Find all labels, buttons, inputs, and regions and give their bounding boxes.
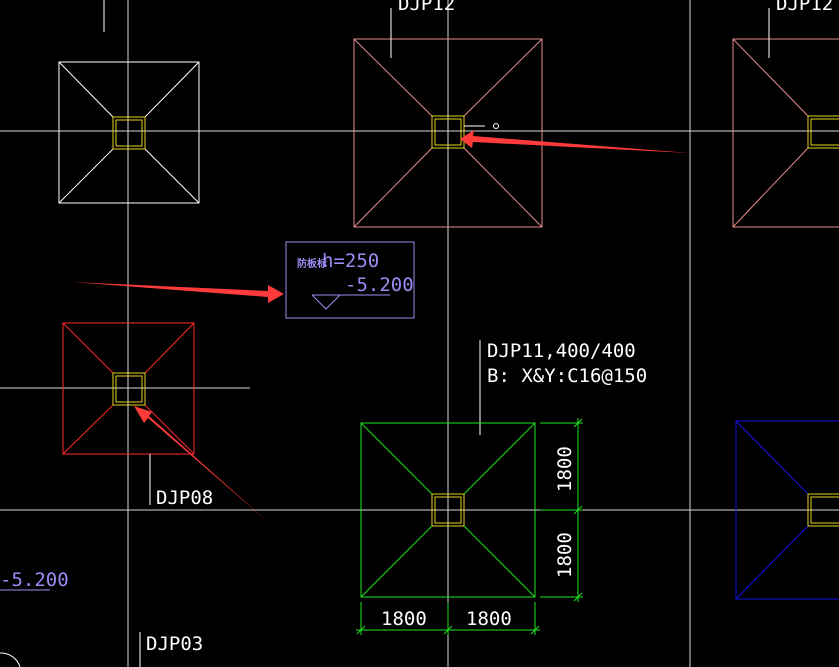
footing-djp08[interactable] (62, 322, 195, 455)
elevation-triangle-icon (311, 294, 341, 310)
dimension-horizontal (356, 602, 540, 635)
axis-bubble-partial (0, 652, 21, 667)
dim-vertical-upper: 1800 (554, 446, 576, 492)
callout-thickness: h=250 (322, 250, 379, 272)
callout-elevation: -5.200 (345, 274, 414, 296)
left-elevation-text: -5.200 (0, 569, 69, 591)
footing-blue-right[interactable] (735, 420, 839, 600)
column-blue-right (807, 493, 839, 527)
arrow-to-callout-icon (72, 282, 284, 303)
callout-prefix: 防板标 (297, 257, 327, 270)
column-djp12-mid (431, 115, 465, 149)
dimension-vertical (540, 418, 583, 602)
djp11-label-line2: B: X&Y:C16@150 (487, 365, 647, 387)
column-djp11 (431, 493, 465, 527)
snap-circle-icon (493, 123, 499, 129)
djp03-label: DJP03 (146, 633, 203, 655)
footing-top-left[interactable] (58, 0, 200, 204)
dim-horizontal-left: 1800 (381, 608, 427, 630)
djp11-label-line1: DJP11,400/400 (487, 340, 636, 362)
djp12-right-label: DJP12 (776, 0, 833, 15)
djp12-mid-label: DJP12 (398, 0, 455, 15)
footing-djp12-right[interactable] (732, 38, 839, 228)
dim-horizontal-right: 1800 (466, 608, 512, 630)
annotation-arrows (72, 130, 690, 522)
column-djp08 (112, 372, 146, 406)
elevation-callout-box[interactable]: 防板标 h=250 -5.200 (285, 241, 415, 319)
footing-djp11[interactable] (360, 422, 536, 598)
arrow-to-djp08-column-icon (134, 406, 268, 522)
column-top-left (112, 116, 146, 150)
djp08-label: DJP08 (156, 487, 213, 509)
footing-djp12-mid[interactable] (353, 38, 543, 228)
column-djp12-right (807, 115, 839, 149)
arrow-to-djp12-column-icon (460, 130, 690, 153)
dim-vertical-lower: 1800 (554, 532, 576, 578)
